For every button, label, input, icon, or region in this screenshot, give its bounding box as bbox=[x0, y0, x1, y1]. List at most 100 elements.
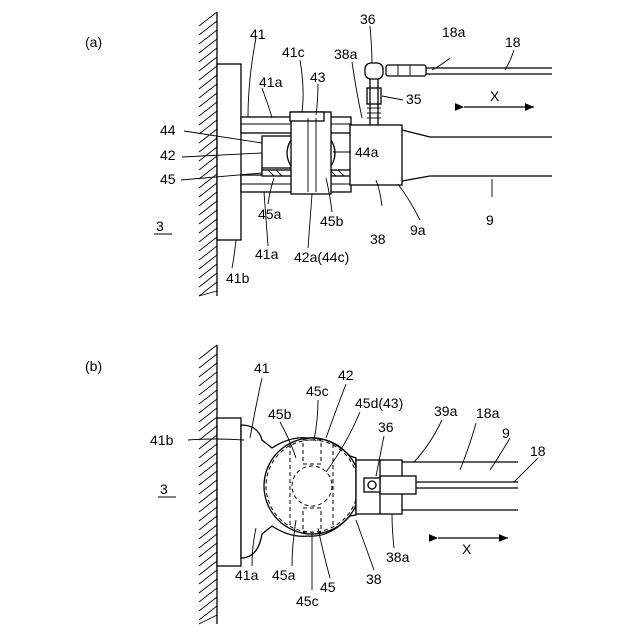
label-9-b: 9 bbox=[502, 425, 510, 441]
cable-end-b bbox=[380, 476, 416, 494]
wall-hatch-line bbox=[199, 597, 217, 611]
label-36-a: 36 bbox=[360, 11, 376, 27]
wall-hatch-line bbox=[199, 93, 217, 107]
label-45-b: 45 bbox=[320, 579, 336, 595]
label-44a-a: 44a bbox=[355, 144, 379, 160]
label-45d-b: 45d(43) bbox=[355, 395, 403, 411]
label-41c-a: 41c bbox=[282, 44, 305, 60]
label-41a-top-a: 41a bbox=[259, 74, 283, 90]
wall-hatch-line bbox=[199, 264, 217, 278]
wall-hatch-line bbox=[199, 210, 217, 224]
wall-hatch-line bbox=[199, 372, 217, 386]
wall-hatch-line bbox=[199, 354, 217, 368]
base-plate-41b-a bbox=[217, 64, 241, 240]
wall-hatch-line bbox=[199, 507, 217, 521]
wall-hatch-line bbox=[199, 201, 217, 215]
wall-hatch-line bbox=[199, 417, 217, 431]
wall-hatch-line bbox=[199, 120, 217, 134]
wall-hatch-line bbox=[199, 84, 217, 98]
wall-hatch-line bbox=[199, 111, 217, 125]
wall-hatch-line bbox=[199, 21, 217, 35]
shaft-cap-a bbox=[290, 112, 324, 121]
label-45b-b: 45b bbox=[268, 406, 292, 422]
wall-hatch-line bbox=[199, 255, 217, 269]
wall-hatch-line bbox=[199, 426, 217, 440]
wall-hatch-line bbox=[199, 273, 217, 287]
wall-hatch-line bbox=[199, 462, 217, 476]
label-18a-a: 18a bbox=[442, 24, 466, 40]
pin-36-b bbox=[364, 478, 380, 492]
label-38a-a: 38a bbox=[334, 46, 358, 62]
wall-hatch-line bbox=[199, 138, 217, 152]
wall-hatch-line bbox=[199, 606, 217, 620]
wall-hatch-line bbox=[199, 615, 217, 624]
wall-hatch-line bbox=[199, 561, 217, 575]
label-41-b: 41 bbox=[254, 360, 270, 376]
panel-b-tag: (b) bbox=[85, 358, 102, 374]
rod-9-a bbox=[402, 130, 552, 137]
wall-hatch-line bbox=[199, 390, 217, 404]
label-41-a: 41 bbox=[250, 26, 266, 42]
panel-a: (a) 36 18a 18 41 41c 38a 43 41a 35 X 44 … bbox=[85, 11, 552, 296]
pin-36-a bbox=[365, 63, 383, 79]
panel-a-tag: (a) bbox=[85, 34, 102, 50]
wall-hatch-line bbox=[199, 174, 217, 188]
panel-b: (b) 41 45c 42 45b 45d(43) 39a 18a 41b 36… bbox=[85, 345, 546, 624]
base-plate-41b-b bbox=[217, 418, 241, 566]
wall-hatch-line bbox=[199, 444, 217, 458]
label-x-a: X bbox=[490, 88, 500, 104]
wall-hatch-line bbox=[199, 552, 217, 566]
label-18-a: 18 bbox=[505, 34, 521, 50]
wall-hatch-line bbox=[199, 381, 217, 395]
wall-hatch-line bbox=[199, 579, 217, 593]
nut-35-a bbox=[367, 88, 381, 104]
cable-end-36-a bbox=[386, 65, 426, 76]
bracket-41-b bbox=[241, 425, 356, 558]
label-36-b: 36 bbox=[378, 419, 394, 435]
label-39a-b: 39a bbox=[434, 403, 458, 419]
wall-hatch-line bbox=[199, 102, 217, 116]
wall-hatch-line bbox=[199, 57, 217, 71]
wall-hatch-line bbox=[199, 516, 217, 530]
wall-hatch-line bbox=[199, 534, 217, 548]
wall-hatch-line bbox=[199, 480, 217, 494]
wall-hatch-line bbox=[199, 453, 217, 467]
label-3-a: 3 bbox=[156, 218, 164, 234]
label-45b-a: 45b bbox=[320, 213, 344, 229]
label-45c-bottom-b: 45c bbox=[296, 593, 319, 609]
label-45c-top-b: 45c bbox=[306, 383, 329, 399]
wall-hatch-line bbox=[199, 570, 217, 584]
wall-hatch-line bbox=[199, 489, 217, 503]
wall-hatch-line bbox=[199, 30, 217, 44]
wall-hatch-line bbox=[199, 66, 217, 80]
wall-hatch-line bbox=[199, 246, 217, 260]
wall-hatch-line bbox=[199, 471, 217, 485]
label-41b-b: 41b bbox=[150, 432, 174, 448]
label-38a-b: 38a bbox=[386, 549, 410, 565]
wall-hatch-line bbox=[199, 183, 217, 197]
label-42-b: 42 bbox=[338, 367, 354, 383]
wall-hatch-line bbox=[199, 408, 217, 422]
shaft-43-a bbox=[291, 112, 331, 194]
wall-hatch-line bbox=[199, 156, 217, 170]
wall-hatch-line bbox=[199, 75, 217, 89]
label-9-a: 9 bbox=[486, 212, 494, 228]
label-18a-b: 18a bbox=[476, 405, 500, 421]
wall-hatch-line bbox=[199, 48, 217, 62]
label-45a-b: 45a bbox=[272, 567, 296, 583]
wall-hatch-line bbox=[199, 588, 217, 602]
wall-hatch-line bbox=[199, 39, 217, 53]
label-38-a: 38 bbox=[370, 231, 386, 247]
wall-hatch-line bbox=[199, 147, 217, 161]
wall-hatch-line bbox=[199, 363, 217, 377]
wall-hatch-line bbox=[199, 435, 217, 449]
label-18-b: 18 bbox=[530, 443, 546, 459]
label-44-a: 44 bbox=[160, 122, 176, 138]
label-3-b: 3 bbox=[160, 481, 168, 497]
label-x-b: X bbox=[462, 541, 472, 557]
label-41a-bottom-a: 41a bbox=[255, 246, 279, 262]
inner-element-44-a bbox=[262, 136, 294, 172]
label-45a-a: 45a bbox=[258, 206, 282, 222]
label-45-a: 45 bbox=[160, 171, 176, 187]
